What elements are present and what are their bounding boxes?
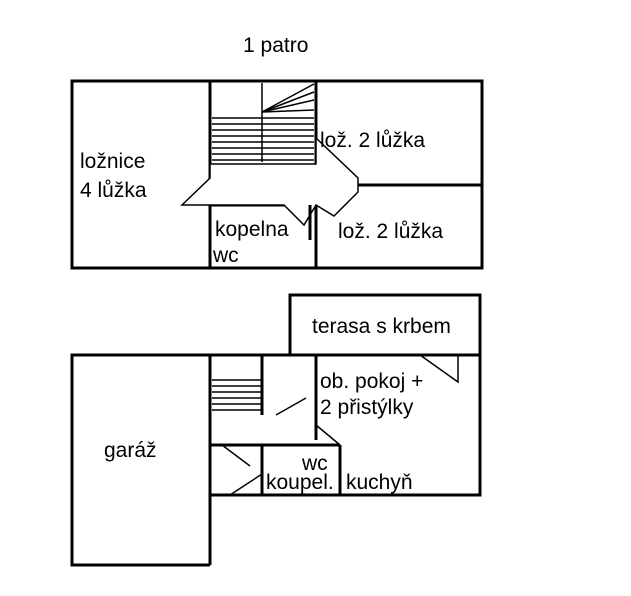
house-outline: [210, 353, 482, 497]
staircase: [212, 83, 315, 162]
upper-floor: ložnice 4 lůžka lož. 2 lůžka lož. 2 lůžk…: [70, 79, 484, 270]
garage-outline: [70, 353, 210, 567]
room-label-bathroom: kopelna: [215, 218, 289, 241]
staircase-ground: [212, 379, 262, 411]
room-label-bedroom-large: ložnice: [80, 150, 145, 173]
upper-floor-outline: [70, 79, 484, 270]
room-label-living-room-beds: 2 přistýlky: [320, 396, 414, 419]
room-label-bedroom-large-beds: 4 lůžka: [80, 179, 147, 202]
corridor-arrow: [180, 136, 359, 227]
room-label-bedroom-right-bottom: lož. 2 lůžka: [338, 220, 443, 243]
room-label-toilet: wc: [212, 244, 239, 267]
room-label-kitchen: kuchyň: [346, 471, 413, 494]
floor-title: 1 patro: [243, 34, 308, 57]
door-swing: [315, 424, 341, 446]
door-swing: [229, 473, 263, 496]
door-swing: [419, 354, 459, 384]
room-label-bedroom-right-top: lož. 2 lůžka: [320, 129, 425, 152]
ground-floor: garáž terasa s krbem ob. pokoj + 2 přist…: [70, 293, 482, 567]
room-label-bathroom-ground: koupel.: [266, 471, 334, 494]
door-swing: [221, 444, 251, 467]
room-label-living-room: ob. pokoj +: [320, 370, 423, 393]
room-label-garage: garáž: [104, 439, 157, 462]
room-label-toilet-ground: wc: [301, 452, 328, 475]
door-swing: [275, 397, 307, 416]
room-label-terrace: terasa s krbem: [312, 315, 451, 338]
